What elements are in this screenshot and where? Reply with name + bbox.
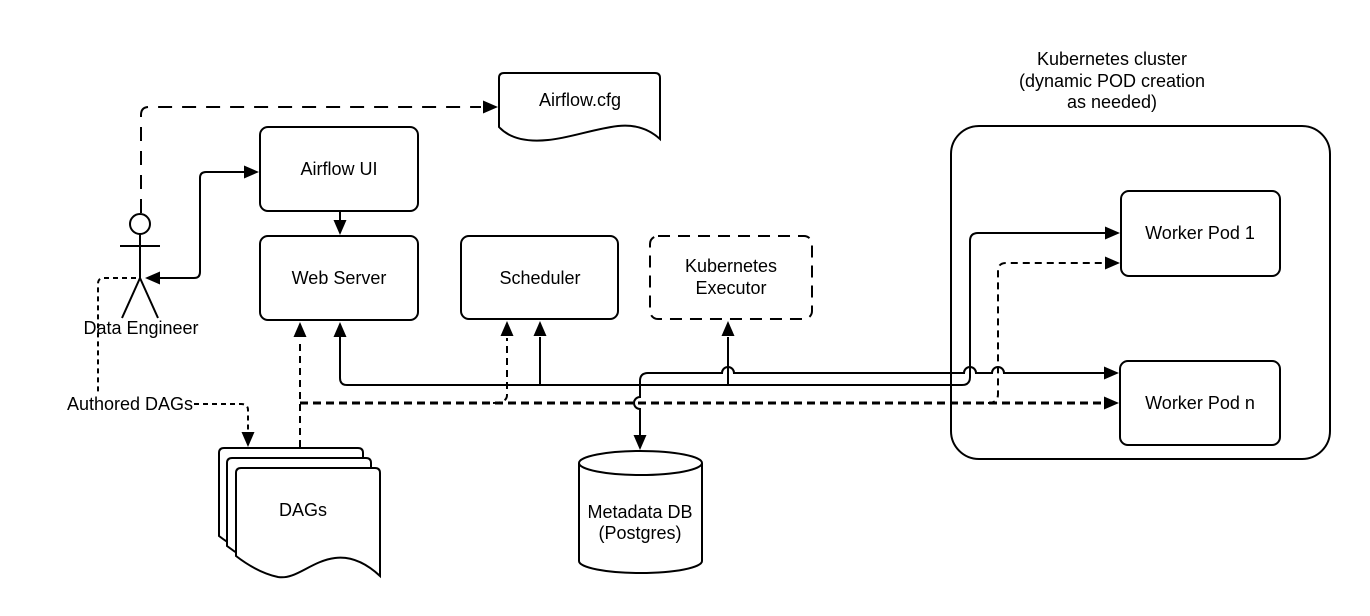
arrowhead-dags-into-web-server bbox=[293, 322, 307, 337]
arrowhead-bus-into-web-server bbox=[333, 322, 347, 337]
airflow-cfg-document bbox=[498, 72, 661, 142]
airflow-ui-box bbox=[259, 126, 419, 212]
dags-label: DAGs bbox=[279, 500, 327, 520]
web-server-label: Web Server bbox=[292, 268, 387, 288]
arrowhead-ui-into-web-server bbox=[333, 220, 347, 235]
metadata-db-body bbox=[578, 463, 703, 574]
worker-pod-1-label: Worker Pod 1 bbox=[1145, 223, 1255, 243]
kubernetes-cluster-label-line3: as needed) bbox=[1067, 92, 1157, 112]
kubernetes-executor-label-line2: Executor bbox=[695, 278, 766, 298]
airflow-cfg-label: Airflow.cfg bbox=[539, 90, 621, 110]
arrowhead-solid-into-worker-pod-1 bbox=[1105, 226, 1120, 240]
arrowhead-bus-into-scheduler bbox=[533, 321, 547, 336]
arrowheads bbox=[145, 100, 1120, 450]
connectors bbox=[97, 106, 1105, 447]
connector-metadata-db-worker-pod-n bbox=[633, 366, 1104, 436]
kubernetes-cluster-label-line1: Kubernetes cluster bbox=[1037, 49, 1187, 69]
worker-pod-n-box bbox=[1119, 360, 1281, 446]
arrowhead-into-airflow-cfg bbox=[483, 100, 498, 114]
arrowhead-into-metadata-db bbox=[633, 435, 647, 450]
metadata-db-cylinder bbox=[578, 450, 703, 574]
connector-engineer-to-authored-dags bbox=[97, 277, 136, 393]
scheduler-label: Scheduler bbox=[499, 268, 580, 288]
metadata-db-label-line2: (Postgres) bbox=[598, 523, 681, 543]
scheduler-box bbox=[460, 235, 619, 320]
data-engineer-label: Data Engineer bbox=[83, 318, 198, 338]
labels: Airflow.cfg Airflow UI Web Server Schedu… bbox=[67, 49, 1255, 543]
kubernetes-executor-box bbox=[649, 235, 813, 320]
arrowhead-into-dags bbox=[241, 432, 255, 447]
arrowhead-dags-into-scheduler bbox=[500, 321, 514, 336]
arrowhead-dashed-into-worker-pod-n bbox=[1104, 396, 1119, 410]
airflow-ui-label: Airflow UI bbox=[300, 159, 377, 179]
authored-dags-label: Authored DAGs bbox=[67, 394, 193, 414]
kubernetes-cluster-label-line2: (dynamic POD creation bbox=[1019, 71, 1205, 91]
arrowhead-into-kubernetes-executor bbox=[721, 321, 735, 336]
dags-sheet-front bbox=[235, 467, 381, 579]
worker-pod-n-label: Worker Pod n bbox=[1145, 393, 1255, 413]
arrowhead-solid-into-worker-pod-n bbox=[1104, 366, 1119, 380]
stick-figure-head bbox=[129, 213, 151, 235]
worker-pod-1-box bbox=[1120, 190, 1281, 277]
stick-figure-body bbox=[120, 234, 160, 319]
dags-documents bbox=[218, 447, 381, 579]
connector-dags-branch-scheduler bbox=[492, 338, 508, 404]
web-server-box bbox=[259, 235, 419, 321]
connector-dags-branch-worker-pod-1 bbox=[987, 262, 1104, 404]
arrowhead-into-airflow-ui bbox=[244, 165, 259, 179]
connector-engineer-airflow-ui bbox=[160, 171, 244, 279]
metadata-db-top bbox=[578, 450, 703, 476]
connector-bus-webserver-to-worker-pod-1 bbox=[339, 232, 1105, 386]
connector-engineer-to-airflow-cfg bbox=[140, 106, 481, 213]
kubernetes-executor-label-line1: Kubernetes bbox=[685, 256, 777, 276]
connector-authored-dags-to-dags bbox=[194, 403, 249, 430]
data-engineer-figure bbox=[120, 213, 160, 319]
arrowhead-dashed-into-worker-pod-1 bbox=[1105, 256, 1120, 270]
arrowhead-into-data-engineer bbox=[145, 271, 160, 285]
metadata-db-label-line1: Metadata DB bbox=[587, 502, 692, 522]
